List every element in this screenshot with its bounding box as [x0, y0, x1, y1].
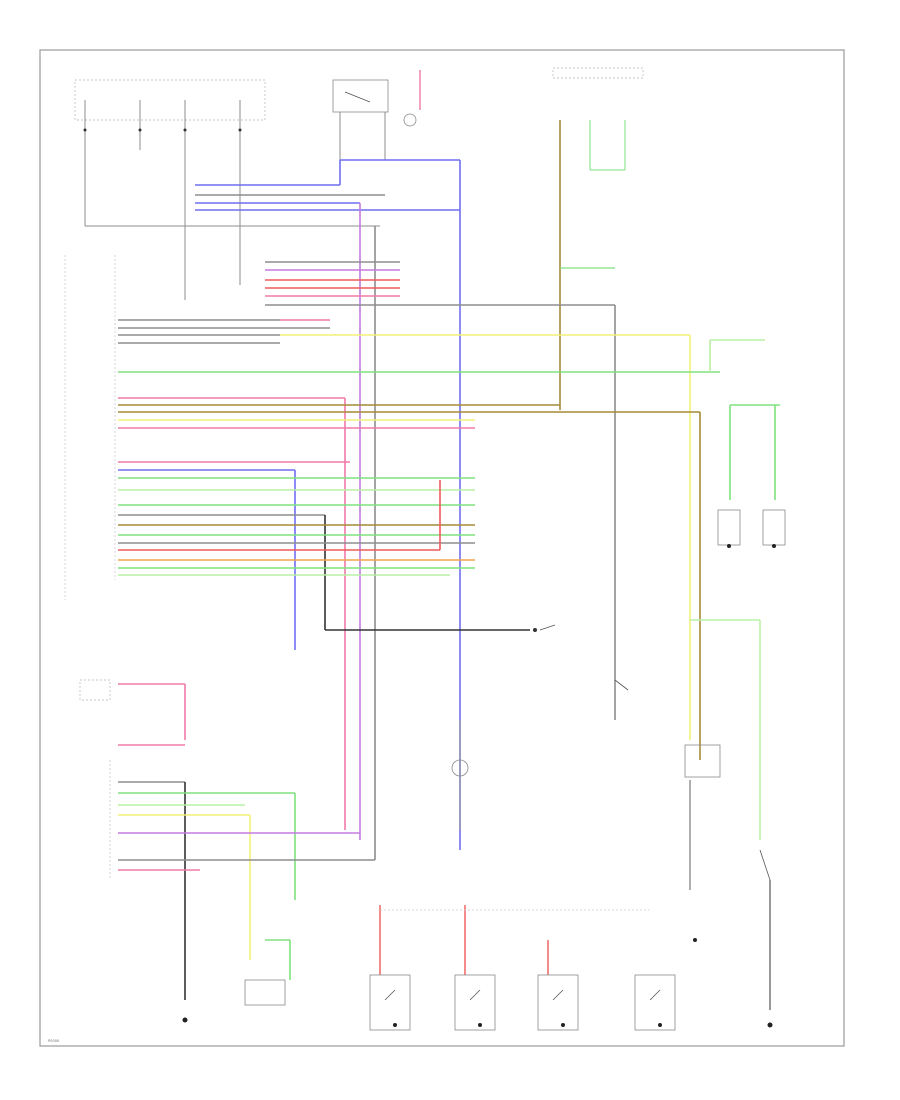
center-switch-icon	[533, 624, 629, 691]
bottom-left-module	[79, 679, 375, 1023]
right-relay-icon	[684, 744, 773, 1028]
right-bulb-icons	[717, 509, 786, 548]
ecu-harness-wires	[118, 261, 720, 830]
page-code: P0000	[48, 1039, 60, 1043]
ecu-connector-column	[64, 255, 116, 600]
top-relay-icon	[332, 70, 421, 185]
top-right-connector-icon	[552, 67, 644, 410]
diagram-frame	[39, 49, 845, 1047]
top-bus-wires	[195, 159, 461, 860]
right-lamp-wires	[690, 339, 780, 840]
lower-bulb-icon	[451, 720, 469, 830]
bottom-center-module	[244, 939, 291, 1006]
bottom-switch-icons	[369, 905, 676, 1031]
top-left-switch-group	[74, 79, 380, 300]
